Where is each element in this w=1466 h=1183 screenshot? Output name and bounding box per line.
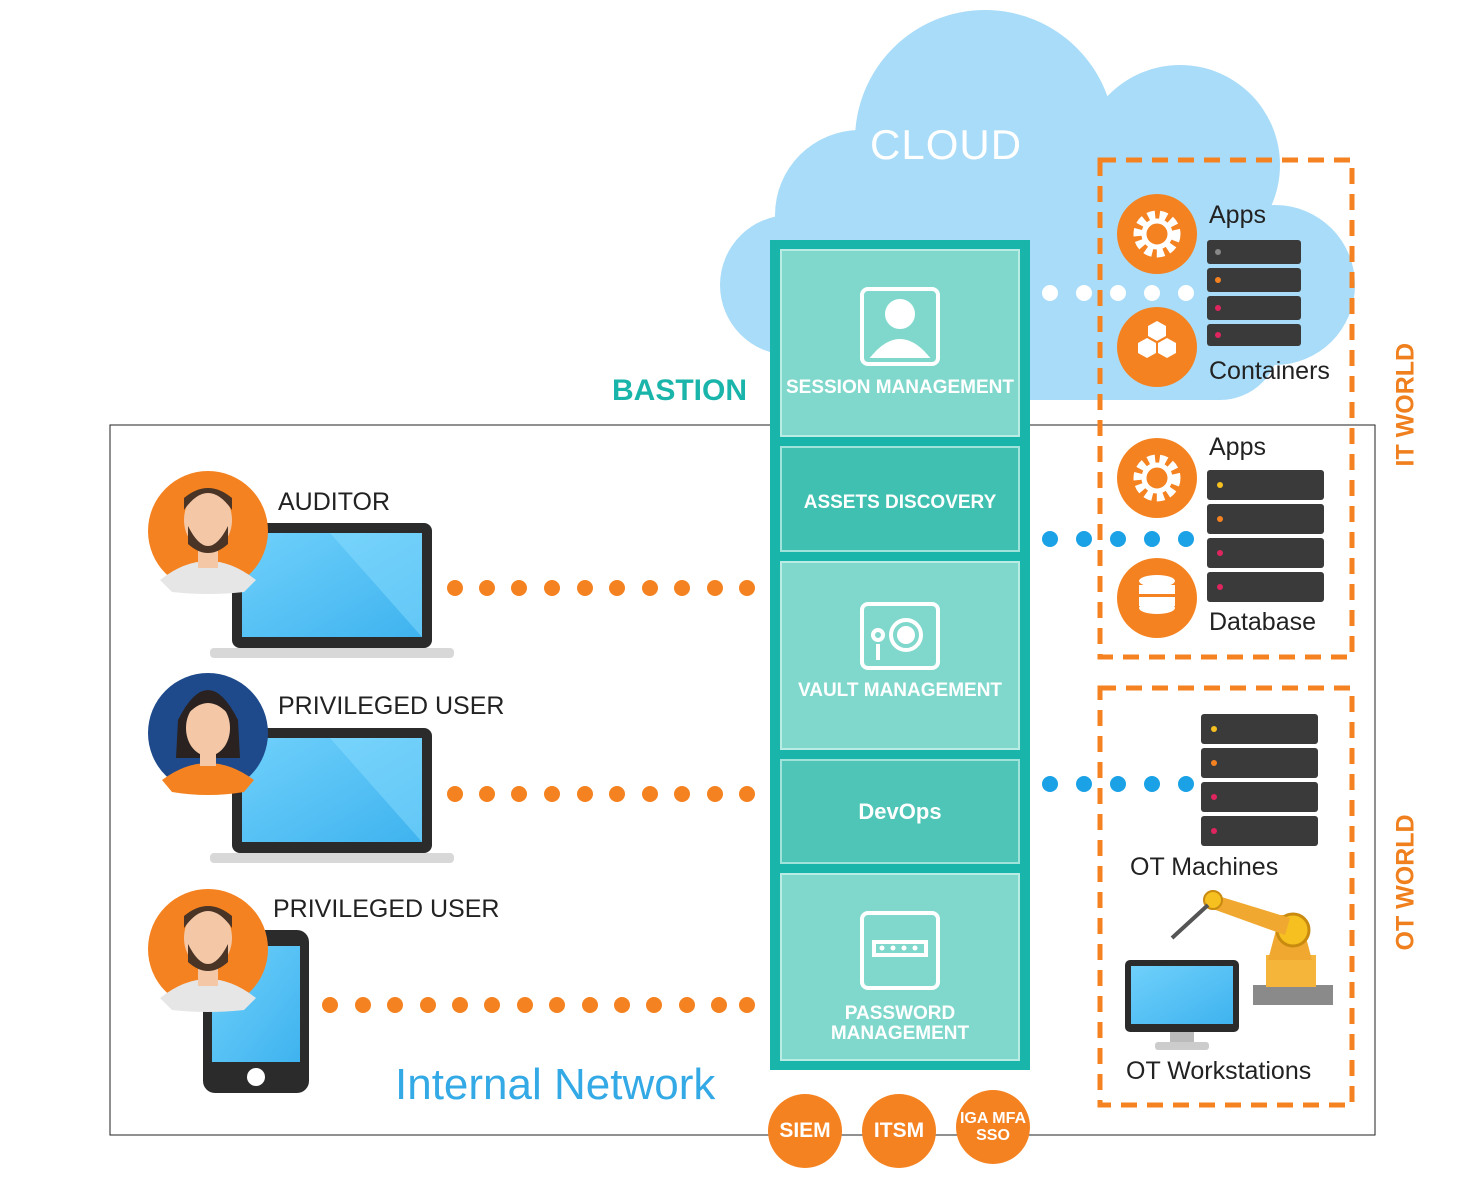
ot-workstation-icon <box>1125 960 1239 1050</box>
password-management-label: PASSWORD MANAGEMENT <box>830 1003 970 1044</box>
ot-connector <box>1042 776 1194 792</box>
ot-workstations-label: OT Workstations <box>1126 1057 1312 1085</box>
containers-label: Containers <box>1209 357 1330 385</box>
laptop-icon <box>210 728 454 863</box>
bastion-title: BASTION <box>612 374 747 407</box>
privileged-user-connector <box>447 786 755 802</box>
internal-network-label: Internal Network <box>395 1060 716 1109</box>
mobile-user-connector <box>322 997 755 1013</box>
assets-panel <box>780 446 1020 552</box>
auditor-connector <box>447 580 755 596</box>
vault-management-label: VAULT MANAGEMENT <box>797 680 1003 701</box>
session-management-label: SESSION MANAGEMENT <box>785 377 1015 398</box>
siem-badge: SIEM <box>768 1094 842 1168</box>
devops-panel <box>780 759 1020 864</box>
ot-world-label: OT WORLD <box>1391 814 1420 951</box>
auditor-avatar <box>148 471 268 594</box>
apps-gear-icon <box>1117 438 1197 518</box>
apps-gear-icon <box>1117 194 1197 274</box>
iga-mfa-sso-badge: IGA MFA SSO <box>956 1090 1030 1164</box>
auditor-label: AUDITOR <box>278 488 391 516</box>
ot-machines-label: OT Machines <box>1130 853 1279 881</box>
user-screen-icon <box>860 287 940 366</box>
vault-panel <box>780 561 1020 750</box>
devops-label: DevOps <box>858 799 942 824</box>
datacenter-apps-label: Apps <box>1209 433 1266 461</box>
ot-machines-server-rack-icon <box>1201 714 1318 846</box>
containers-icon <box>1117 307 1197 387</box>
cloud-connector <box>1042 285 1194 301</box>
assets-discovery-label: ASSETS DISCOVERY <box>803 492 997 513</box>
database-icon <box>1117 558 1197 638</box>
safe-icon <box>860 602 940 670</box>
privileged-user-label: PRIVILEGED USER <box>278 692 505 720</box>
laptop-icon <box>210 523 454 658</box>
mobile-user-label: PRIVILEGED USER <box>273 895 500 923</box>
datacenter-server-rack-icon <box>1207 470 1324 602</box>
mobile-user-avatar <box>148 889 268 1012</box>
datacenter-connector <box>1042 531 1194 547</box>
it-world-label: IT WORLD <box>1391 342 1420 467</box>
database-label: Database <box>1209 608 1317 636</box>
password-panel <box>780 873 1020 1061</box>
itsm-badge: ITSM <box>862 1094 936 1168</box>
it-world-frame <box>1097 157 1355 660</box>
internal-network-frame <box>109 424 1376 1136</box>
robot-arm-icon <box>1170 890 1333 1005</box>
cloud-title: CLOUD <box>870 121 1023 168</box>
privileged-user-avatar <box>148 673 268 795</box>
password-icon <box>860 911 940 990</box>
cloud-apps-label: Apps <box>1209 201 1266 229</box>
ot-world-frame <box>1097 685 1355 1108</box>
cloud-server-rack-icon <box>1207 240 1301 346</box>
